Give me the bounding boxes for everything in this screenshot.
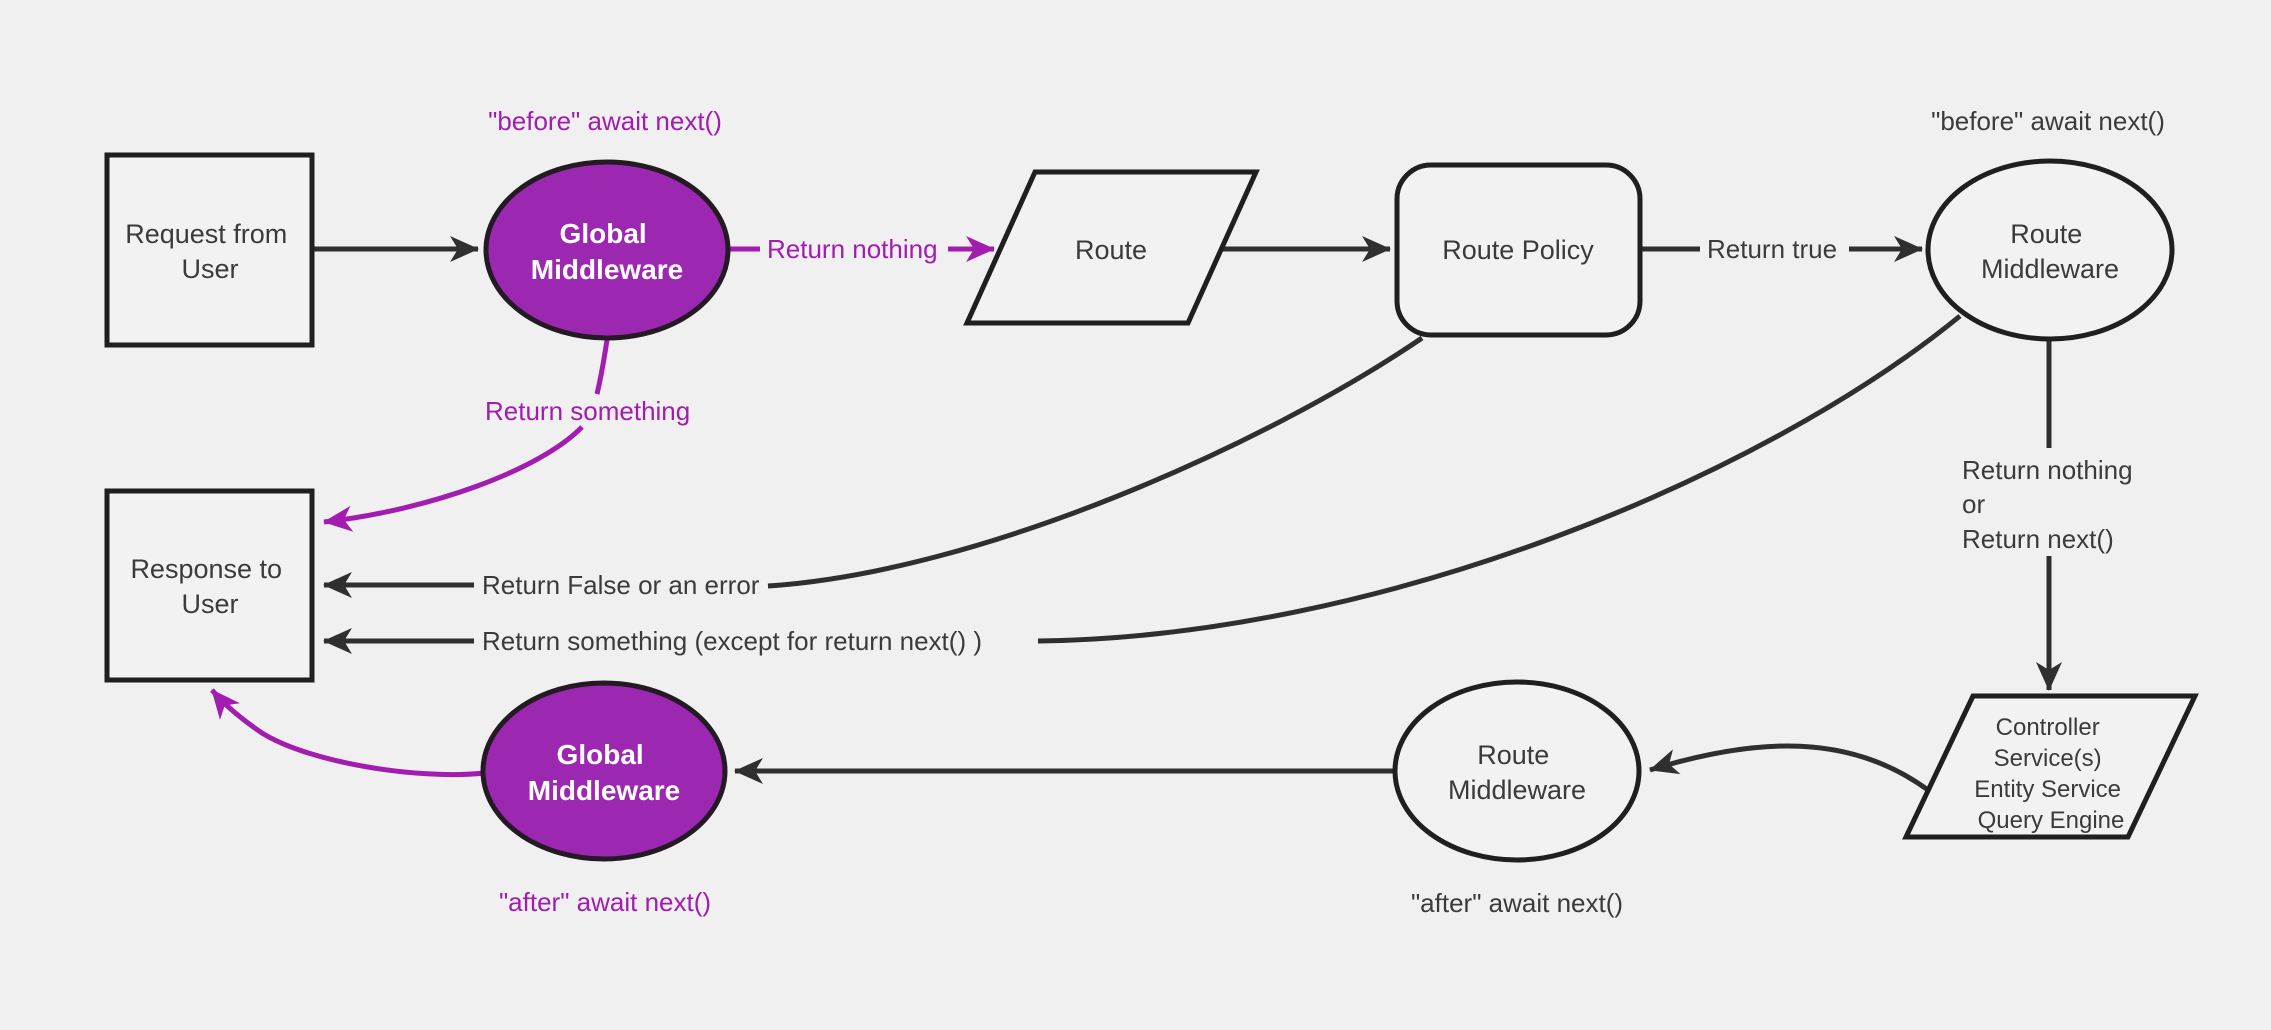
label-return-true: Return true bbox=[1707, 234, 1837, 264]
route-middleware-bottom-label: Route Middleware bbox=[1448, 740, 1586, 805]
global-middleware-top-label: Global Middleware bbox=[531, 218, 683, 285]
route-middleware-top-ellipse bbox=[1925, 158, 2175, 342]
edge-controller-to-route-mw-bottom bbox=[1649, 743, 1930, 793]
label-after-await-mid: "after" await next() bbox=[1411, 888, 1623, 918]
response-label: Response to User bbox=[130, 554, 289, 619]
edge-route-policy-to-response-curve bbox=[767, 335, 1424, 589]
node-response: Response to User bbox=[104, 488, 315, 683]
route-policy-label: Route Policy bbox=[1442, 235, 1594, 265]
global-middleware-bottom-label: Global Middleware bbox=[528, 739, 680, 806]
label-before-await-right: "before" await next() bbox=[1931, 106, 2165, 136]
edge-global-mw-top-to-response-pre-label bbox=[594, 339, 610, 395]
label-before-await-left: "before" await next() bbox=[488, 106, 722, 136]
route-label: Route bbox=[1075, 235, 1147, 265]
label-return-something: Return something bbox=[485, 396, 690, 426]
response-box bbox=[104, 488, 315, 683]
label-after-await-left: "after" await next() bbox=[499, 887, 711, 917]
svg-text:Return nothing: Return nothing bbox=[1962, 455, 2133, 485]
node-route-policy: Route Policy bbox=[1394, 162, 1643, 338]
edge-route-mw-top-to-response-curve bbox=[1037, 314, 1962, 644]
route-middleware-top-label: Route Middleware bbox=[1981, 219, 2119, 284]
controller-parallelogram bbox=[1902, 693, 2199, 840]
global-middleware-top-ellipse bbox=[483, 159, 731, 341]
request-label: Request from User bbox=[125, 219, 295, 284]
global-middleware-bottom-ellipse bbox=[480, 680, 728, 862]
label-return-something-except: Return something (except for return next… bbox=[482, 626, 982, 656]
node-route-middleware-bottom: Route Middleware bbox=[1392, 679, 1642, 863]
node-global-middleware-top: Global Middleware bbox=[483, 159, 731, 341]
label-return-nothing-or-next: Return nothing or Return next() bbox=[1962, 455, 2133, 554]
node-controller: Controller Service(s) Entity Service Que… bbox=[1902, 693, 2199, 840]
route-policy-box bbox=[1394, 162, 1643, 338]
node-route: Route bbox=[963, 169, 1260, 326]
controller-label: Controller Service(s) Entity Service Que… bbox=[1974, 714, 2127, 834]
svg-text:Return next(): Return next() bbox=[1962, 524, 2114, 554]
edge-global-mw-top-to-response-arrow bbox=[323, 425, 584, 532]
edge-global-mw-bottom-to-response bbox=[210, 688, 485, 778]
route-middleware-bottom-ellipse bbox=[1392, 679, 1642, 863]
request-box bbox=[104, 152, 315, 348]
route-parallelogram bbox=[963, 169, 1260, 326]
node-global-middleware-bottom: Global Middleware bbox=[480, 680, 728, 862]
node-route-middleware-top: Route Middleware bbox=[1925, 158, 2175, 342]
svg-text:or: or bbox=[1962, 489, 1985, 519]
label-return-false-or-error: Return False or an error bbox=[482, 570, 760, 600]
label-return-nothing: Return nothing bbox=[767, 234, 938, 264]
node-request: Request from User bbox=[104, 152, 315, 348]
